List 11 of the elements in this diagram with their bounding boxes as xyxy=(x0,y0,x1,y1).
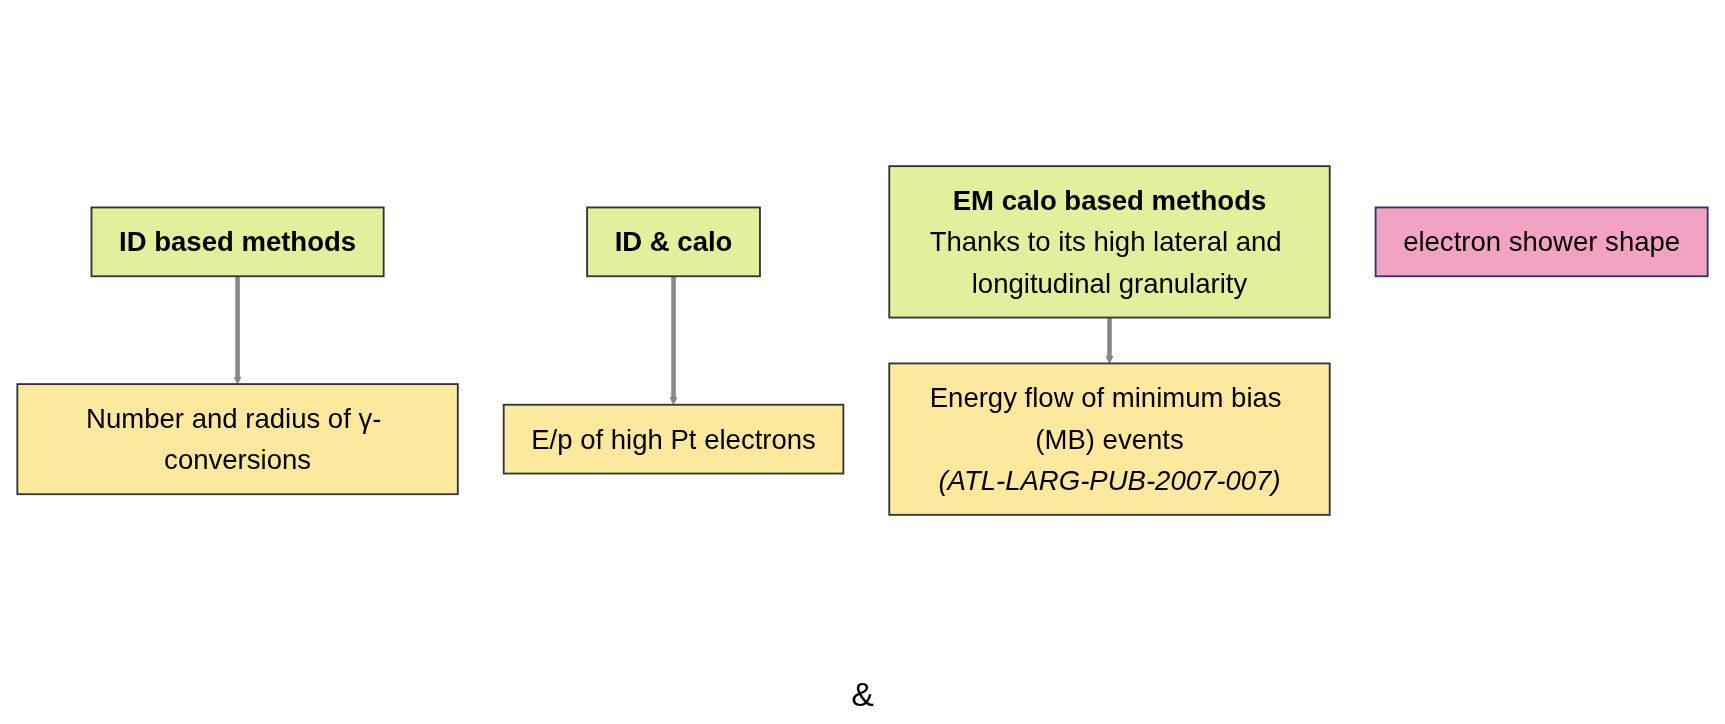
node-box: Number and radius of γ- conversions xyxy=(16,383,459,496)
arrow xyxy=(233,276,242,385)
node-box: EM calo based methods Thanks to its high lateral and longitudinal granularity xyxy=(888,165,1331,319)
arrow xyxy=(669,276,678,406)
node-box: ID & calo xyxy=(586,206,761,278)
node-box: ID based methods xyxy=(90,206,385,278)
node-box: E/p of high Pt electrons xyxy=(502,403,845,475)
note-text: & xyxy=(851,675,874,714)
arrow xyxy=(1105,317,1114,364)
node-box: Energy flow of minimum bias (MB) events (ATL-LARG-PUB-2007-007) xyxy=(888,362,1331,516)
node-box: electron shower shape xyxy=(1374,206,1709,278)
